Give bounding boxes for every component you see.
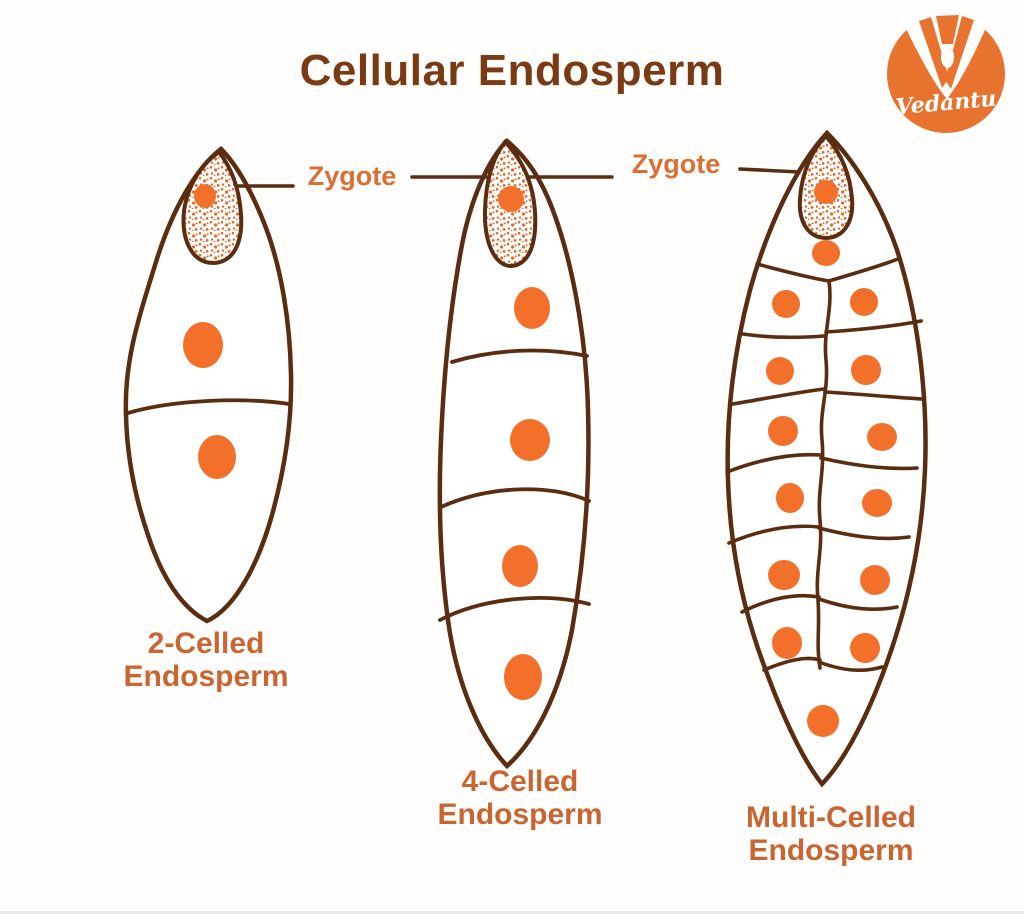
zygote-four-celled <box>482 139 538 269</box>
vedantu-logo-v-right <box>945 16 974 89</box>
two-celled-sac-outline <box>123 146 294 624</box>
zygote-label-1: Zygote <box>307 161 397 191</box>
four-celled-divider-1 <box>450 348 589 364</box>
caption-four-celled-line2: Endosperm <box>437 798 603 831</box>
vedantu-logo-v-left <box>919 17 949 88</box>
four-celled-sac-outline <box>437 137 591 770</box>
caption-four-celled-line1: 4-Celled <box>461 765 579 798</box>
zygote-nucleus <box>498 186 524 212</box>
four-celled-sac <box>437 137 591 770</box>
four-celled-divider-2 <box>439 487 591 509</box>
page-title: Cellular Endosperm <box>299 46 725 95</box>
zygote-nucleus <box>194 184 216 208</box>
four-celled-divider-3 <box>438 596 591 622</box>
caption-two-celled-line1: 2-Celled <box>147 627 265 660</box>
caption-two-celled-line2: Endosperm <box>123 660 289 693</box>
caption-multi-celled-line2: Endosperm <box>748 834 914 867</box>
bottom-edge-line <box>0 911 1024 914</box>
vedantu-logo-nib-hole <box>941 46 954 68</box>
vedantu-logo <box>887 8 1005 133</box>
nuclei-two-celled <box>183 322 236 479</box>
caption-multi-celled: Multi-Celled Endosperm <box>701 801 961 867</box>
caption-four-celled: 4-Celled Endosperm <box>390 765 650 831</box>
two-celled-divider <box>126 398 291 415</box>
vedantu-logo-nib <box>936 15 959 44</box>
caption-multi-celled-line1: Multi-Celled <box>746 801 916 834</box>
nuclei-multi-celled <box>766 240 897 737</box>
multi-celled-cell-walls <box>725 257 924 672</box>
zygote-multi-celled <box>797 133 855 241</box>
zygote-shapes <box>181 133 855 269</box>
zygote-two-celled <box>181 149 244 266</box>
zygote-nucleus <box>814 180 838 204</box>
zygote-label-2: Zygote <box>631 149 721 179</box>
two-celled-sac <box>123 146 294 624</box>
nuclei-four-celled <box>502 287 550 700</box>
caption-two-celled: 2-Celled Endosperm <box>76 627 336 693</box>
zygote-leader-line-3 <box>738 167 801 174</box>
